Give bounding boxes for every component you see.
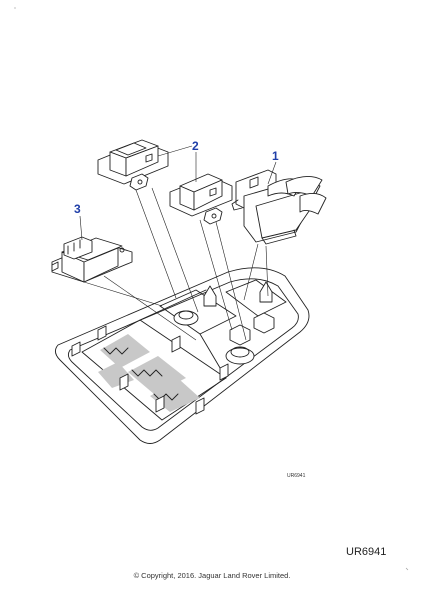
copyright-notice: © Copyright, 2016. Jaguar Land Rover Lim… — [133, 571, 291, 580]
callout-1: 1 — [267, 149, 279, 185]
callout-3-label: 3 — [74, 202, 81, 216]
console-housing — [55, 267, 310, 444]
switch-1 — [231, 169, 327, 245]
callout-1-label: 1 — [272, 149, 279, 163]
switch-2 — [97, 139, 233, 225]
switch-3 — [51, 236, 133, 283]
callout-2: 2 — [157, 139, 199, 182]
callout-2-label: 2 — [192, 139, 199, 153]
drawing-code: UR6941 — [346, 546, 387, 558]
callout-3: 3 — [74, 202, 83, 241]
leader-lines — [83, 187, 269, 341]
drawing-code-small: UR6941 — [287, 473, 306, 479]
corner-mark — [405, 567, 409, 571]
